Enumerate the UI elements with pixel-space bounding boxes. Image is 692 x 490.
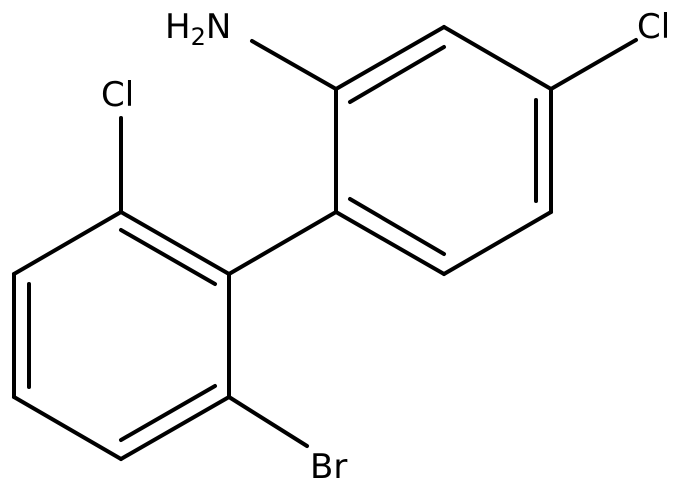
amine-n: N — [205, 7, 232, 47]
bond — [442, 210, 553, 276]
bond — [442, 25, 553, 91]
amine-label: H2N — [165, 10, 231, 54]
bond — [119, 384, 217, 442]
amine-h: H — [165, 7, 191, 47]
bond — [119, 228, 217, 286]
bond — [348, 45, 446, 104]
bond — [119, 210, 231, 276]
bond-to-nh2 — [250, 39, 338, 91]
bond — [12, 210, 123, 276]
chloro-left-label: Cl — [101, 75, 135, 115]
bond — [334, 25, 446, 91]
chloro-right-label: Cl — [637, 7, 671, 47]
bond — [12, 395, 123, 461]
bond — [348, 197, 446, 256]
amine-subscript: 2 — [190, 23, 206, 51]
bond-to-cl-right — [549, 38, 638, 91]
bond — [334, 210, 446, 276]
bond — [119, 395, 231, 461]
biaryl-bond — [227, 210, 338, 276]
bond-to-br — [227, 395, 309, 448]
bromo-label: Br — [310, 447, 348, 487]
